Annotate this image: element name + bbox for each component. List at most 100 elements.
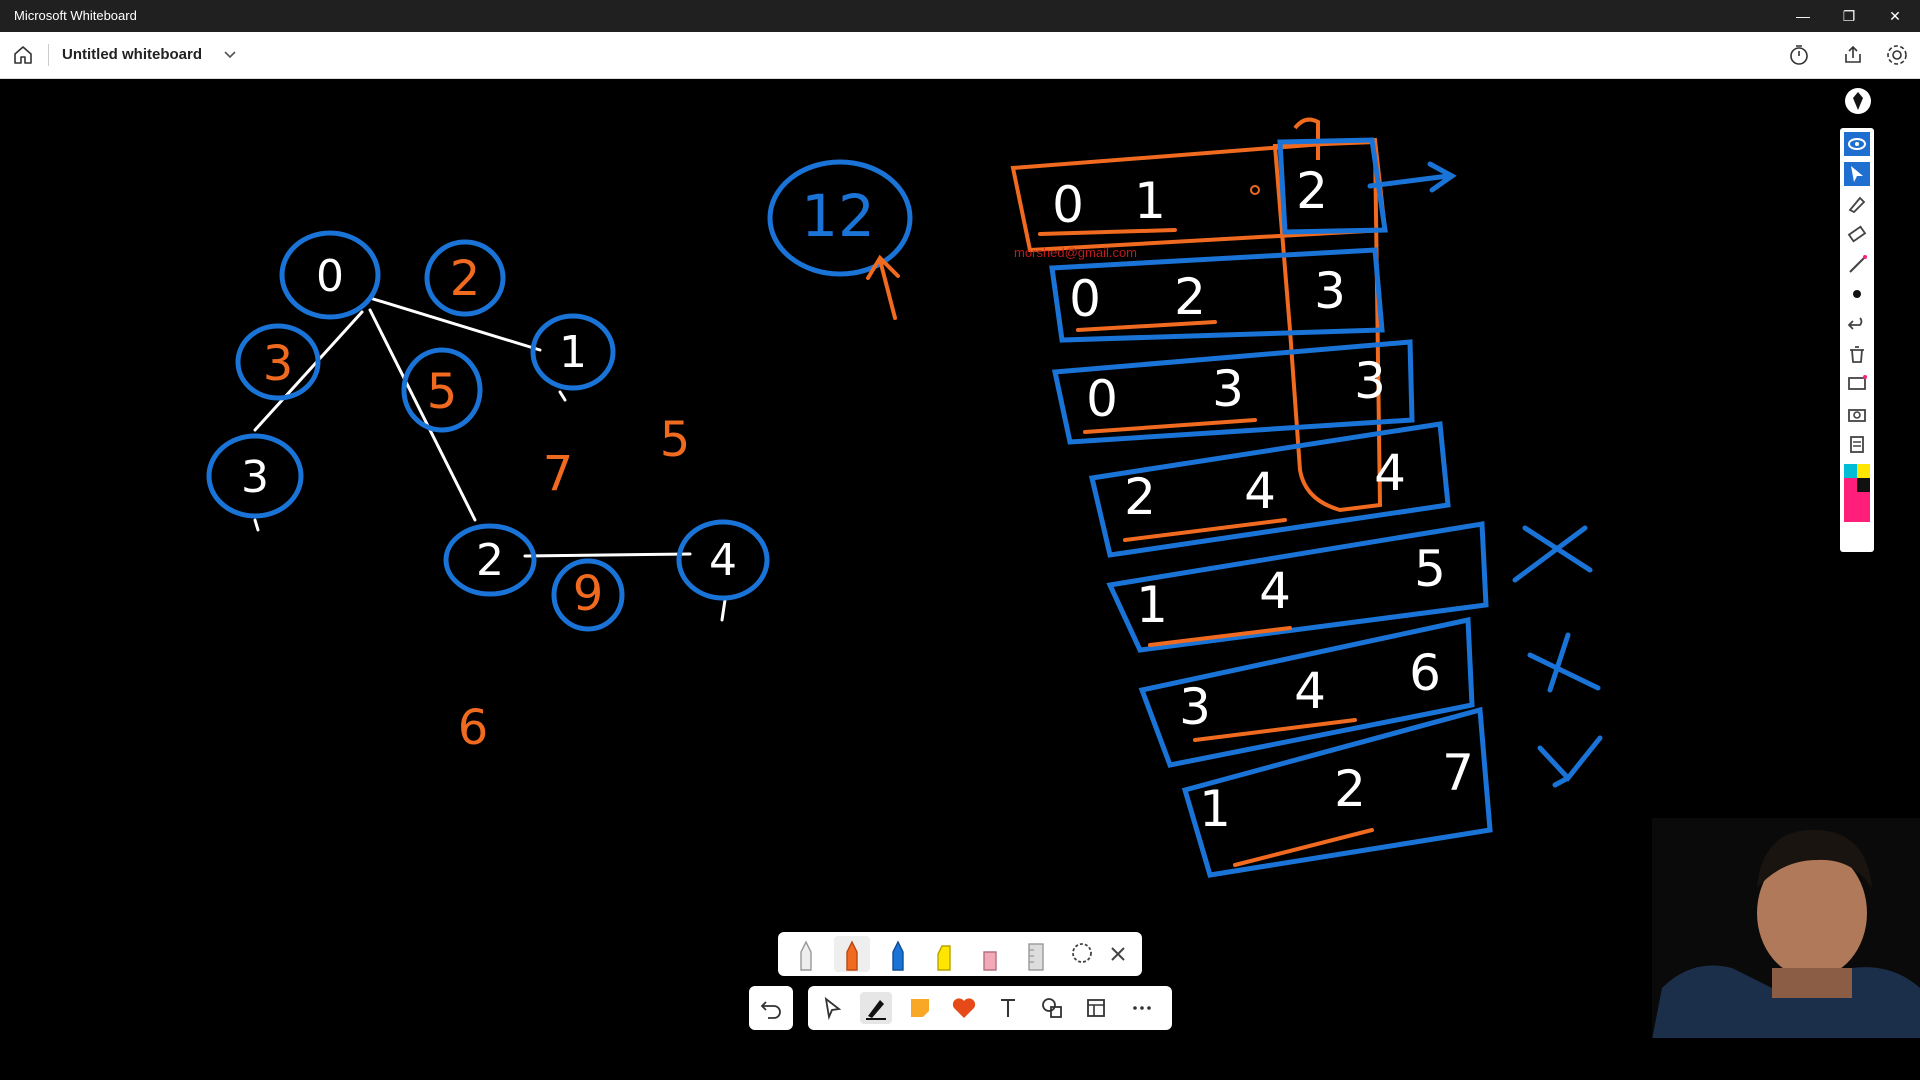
node-label-3: 3 — [241, 452, 269, 503]
delete-icon[interactable] — [1844, 342, 1870, 366]
dot-icon[interactable] — [1844, 282, 1870, 306]
app-title: Microsoft Whiteboard — [14, 8, 137, 23]
table-cell: 0 — [1069, 270, 1101, 328]
undo-toolbar — [749, 986, 793, 1030]
camera-icon[interactable] — [1844, 402, 1870, 426]
table-cell: 4 — [1244, 462, 1276, 520]
table-cell: 4 — [1294, 662, 1326, 720]
pointer-icon[interactable] — [1844, 162, 1870, 186]
pencil-white-icon[interactable] — [788, 936, 824, 972]
edge-weight-label: 5 — [427, 364, 458, 420]
presenter-photo — [1652, 818, 1920, 1040]
home-icon[interactable] — [10, 42, 36, 68]
edge-weight-label: 2 — [450, 251, 481, 307]
minimize-icon[interactable]: — — [1796, 8, 1810, 24]
screen-icon[interactable] — [1844, 372, 1870, 396]
whiteboard-canvas[interactable]: 0 1 2 3 4 2 3 5 9 7 5 6 12 — [0, 79, 1920, 1038]
table-cell: 1 — [1136, 576, 1168, 634]
ink-layer: 0 1 2 3 4 2 3 5 9 7 5 6 12 — [206, 117, 1603, 878]
undo-icon[interactable] — [755, 992, 787, 1024]
close-icon[interactable] — [1100, 936, 1136, 972]
table-cell: 5 — [1414, 540, 1446, 598]
node-label-0: 0 — [316, 251, 344, 302]
table-cell: 4 — [1259, 562, 1291, 620]
weight-3-circle — [235, 323, 321, 401]
title-bar: Microsoft Whiteboard — ❐ ✕ — [0, 0, 1920, 32]
table-cell: 2 — [1334, 760, 1366, 818]
table-cell: 1 — [1199, 780, 1231, 838]
settings-gear-icon[interactable] — [1884, 42, 1910, 68]
eraser-icon[interactable] — [972, 936, 1008, 972]
node-label-4: 4 — [709, 535, 737, 586]
pen-blue-icon[interactable] — [880, 936, 916, 972]
weight-2-circle — [424, 239, 506, 317]
edge-0-1 — [368, 296, 542, 352]
highlighter-yellow-icon[interactable] — [926, 936, 962, 972]
side-rail — [1840, 128, 1874, 552]
templates-icon[interactable] — [1080, 992, 1112, 1024]
restore-icon[interactable]: ❐ — [1842, 8, 1856, 24]
table-cell: 2 — [1174, 268, 1206, 326]
watermark-text: morshed@gmail.com — [1014, 245, 1138, 260]
pen-orange-icon[interactable] — [834, 936, 870, 972]
node-label-2: 2 — [476, 535, 504, 586]
sum-label: 12 — [801, 182, 875, 250]
select-icon[interactable] — [816, 992, 848, 1024]
sticky-note-icon[interactable] — [904, 992, 936, 1024]
share-icon[interactable] — [1840, 42, 1866, 68]
row-mark-x — [1512, 525, 1593, 583]
sum-circle — [767, 159, 913, 277]
up-arrow — [866, 254, 900, 320]
close-window-icon[interactable]: ✕ — [1889, 8, 1901, 24]
edge-2-4 — [523, 552, 692, 558]
table-cell: 2 — [1296, 162, 1328, 220]
row-mark-x — [1527, 632, 1601, 693]
table-cell: 3 — [1179, 678, 1211, 736]
board-title[interactable]: Untitled whiteboard — [62, 46, 202, 63]
undo-icon[interactable] — [1844, 312, 1870, 336]
edge-0-2 — [368, 308, 477, 522]
third-column-box — [1272, 139, 1383, 513]
eraser-icon[interactable] — [1844, 222, 1870, 246]
table-cell: 7 — [1442, 744, 1474, 802]
table-cell: 0 — [1086, 370, 1118, 428]
more-icon[interactable] — [1126, 992, 1158, 1024]
right-arrow — [1367, 161, 1457, 193]
edge-weight-label: 3 — [263, 336, 294, 392]
loose-number: 6 — [458, 700, 489, 756]
table-cell: 4 — [1374, 444, 1406, 502]
reaction-icon[interactable] — [948, 992, 980, 1024]
timer-icon[interactable] — [1786, 42, 1812, 68]
table-cell: 6 — [1409, 644, 1441, 702]
weight-9-circle — [551, 558, 625, 632]
node-1-circle — [530, 313, 616, 391]
table-cell: 3 — [1314, 262, 1346, 320]
table-cell: 3 — [1354, 352, 1386, 410]
loose-number: 7 — [543, 446, 574, 502]
webcam-overlay — [1652, 818, 1920, 1040]
chevron-down-icon[interactable] — [220, 44, 240, 64]
table-cell: 0 — [1052, 176, 1084, 234]
node-2-circle — [443, 523, 537, 597]
rail-pen-icon[interactable] — [1845, 88, 1871, 114]
inking-icon[interactable] — [860, 992, 892, 1024]
ruler-icon[interactable] — [1018, 936, 1054, 972]
edge-0-3 — [253, 310, 364, 432]
main-toolbar — [808, 986, 1172, 1030]
table-cell: 3 — [1212, 360, 1244, 418]
pen-tray — [778, 932, 1142, 976]
table-cell: 1 — [1134, 172, 1166, 230]
lasso-icon[interactable] — [1064, 936, 1100, 972]
row-mark-y — [1537, 735, 1603, 788]
bottom-letterbox — [0, 1038, 1920, 1080]
notes-icon[interactable] — [1844, 432, 1870, 456]
line-icon[interactable] — [1844, 252, 1870, 276]
highlighter-icon[interactable] — [1844, 192, 1870, 216]
shapes-icon[interactable] — [1036, 992, 1068, 1024]
text-icon[interactable] — [992, 992, 1024, 1024]
edge-weight-label: 9 — [573, 566, 604, 622]
color-palette-icon[interactable] — [1844, 464, 1870, 540]
header-divider — [48, 44, 49, 66]
loose-number: 5 — [660, 412, 691, 468]
eye-icon[interactable] — [1844, 132, 1870, 156]
